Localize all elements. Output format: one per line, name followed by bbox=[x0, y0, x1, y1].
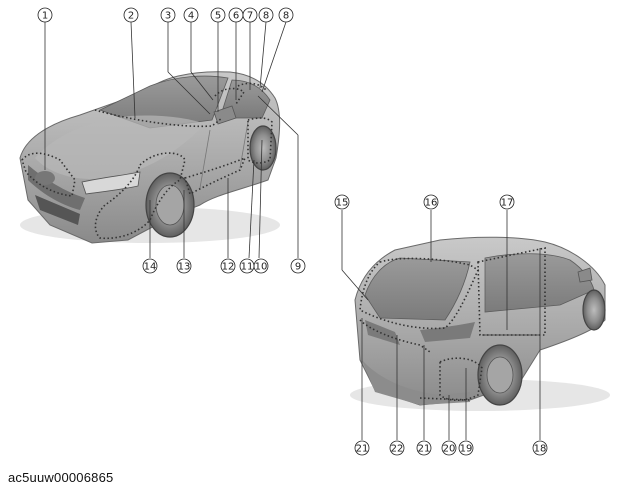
svg-text:12: 12 bbox=[222, 262, 235, 273]
svg-text:9: 9 bbox=[295, 262, 301, 273]
svg-text:6: 6 bbox=[233, 11, 239, 22]
callout-front-6: 6 bbox=[228, 7, 244, 23]
callout-front-9: 9 bbox=[290, 258, 306, 274]
callout-rear-21b: 21 bbox=[416, 440, 432, 456]
svg-text:3: 3 bbox=[165, 11, 171, 22]
svg-text:5: 5 bbox=[215, 11, 221, 22]
callout-front-10: 10 bbox=[253, 258, 269, 274]
callout-rear-21a: 21 bbox=[354, 440, 370, 456]
callout-front-7: 7 bbox=[242, 7, 258, 23]
svg-text:7: 7 bbox=[247, 11, 253, 22]
svg-text:19: 19 bbox=[460, 444, 473, 455]
callout-rear-15: 15 bbox=[334, 194, 350, 210]
svg-text:1: 1 bbox=[42, 11, 48, 22]
svg-text:16: 16 bbox=[425, 198, 438, 209]
callout-rear-18: 18 bbox=[532, 440, 548, 456]
callout-rear-17: 17 bbox=[499, 194, 515, 210]
callout-rear-16: 16 bbox=[423, 194, 439, 210]
callout-rear-19: 19 bbox=[458, 440, 474, 456]
callout-front-8a: 8 bbox=[258, 7, 274, 23]
rear-callouts: 15 16 17 18 19 20 21 22 21 bbox=[334, 194, 548, 456]
callout-front-8b: 8 bbox=[278, 7, 294, 23]
svg-text:10: 10 bbox=[255, 262, 268, 273]
svg-text:11: 11 bbox=[241, 262, 254, 273]
callout-front-5: 5 bbox=[210, 7, 226, 23]
callout-front-3: 3 bbox=[160, 7, 176, 23]
svg-text:4: 4 bbox=[188, 11, 194, 22]
svg-text:17: 17 bbox=[501, 198, 514, 209]
svg-text:8: 8 bbox=[283, 11, 289, 22]
svg-text:18: 18 bbox=[534, 444, 547, 455]
callout-front-14: 14 bbox=[142, 258, 158, 274]
callout-front-13: 13 bbox=[176, 258, 192, 274]
figure-id: ac5uuw00006865 bbox=[8, 470, 114, 485]
svg-text:8: 8 bbox=[263, 11, 269, 22]
svg-text:2: 2 bbox=[128, 11, 134, 22]
svg-text:21: 21 bbox=[356, 444, 369, 455]
callout-rear-20: 20 bbox=[441, 440, 457, 456]
callout-front-2: 2 bbox=[123, 7, 139, 23]
callout-front-12: 12 bbox=[220, 258, 236, 274]
svg-text:21: 21 bbox=[418, 444, 431, 455]
front-view-car bbox=[19, 21, 299, 259]
callout-rear-22: 22 bbox=[389, 440, 405, 456]
svg-text:22: 22 bbox=[391, 444, 404, 455]
front-callouts: 1 2 3 4 5 6 7 8 8 9 10 11 12 13 14 bbox=[37, 7, 306, 274]
callout-front-11: 11 bbox=[239, 258, 255, 274]
svg-text:15: 15 bbox=[336, 198, 349, 209]
svg-text:14: 14 bbox=[144, 262, 157, 273]
callout-front-1: 1 bbox=[37, 7, 53, 23]
rear-view-car bbox=[341, 210, 610, 440]
svg-text:20: 20 bbox=[443, 444, 456, 455]
svg-text:13: 13 bbox=[178, 262, 191, 273]
callout-front-4: 4 bbox=[183, 7, 199, 23]
